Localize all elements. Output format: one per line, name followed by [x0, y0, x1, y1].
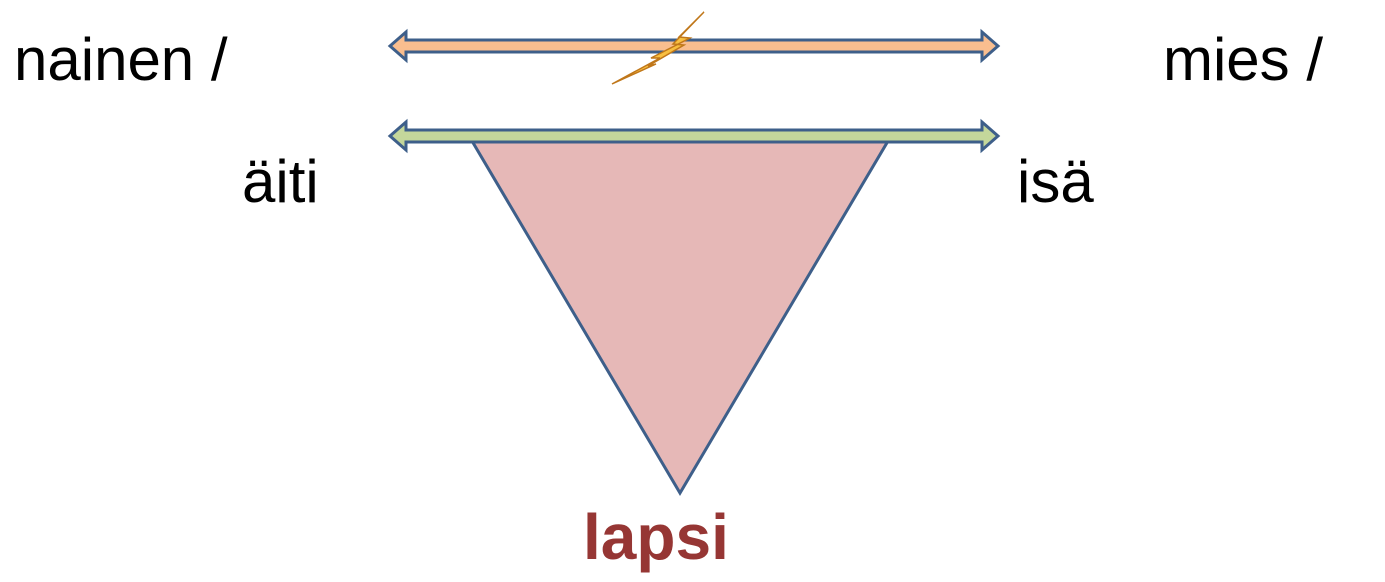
mother-label: äiti [242, 148, 319, 215]
father-label: isä [1017, 148, 1094, 215]
woman-man-arrow [387, 28, 1001, 64]
man-label: mies / [1163, 26, 1324, 93]
mother-father-arrow [387, 118, 1001, 154]
child-label: lapsi [583, 501, 729, 573]
lightning-bolt-icon [611, 11, 705, 85]
woman-label: nainen / [14, 26, 228, 93]
child-triangle [469, 139, 891, 496]
